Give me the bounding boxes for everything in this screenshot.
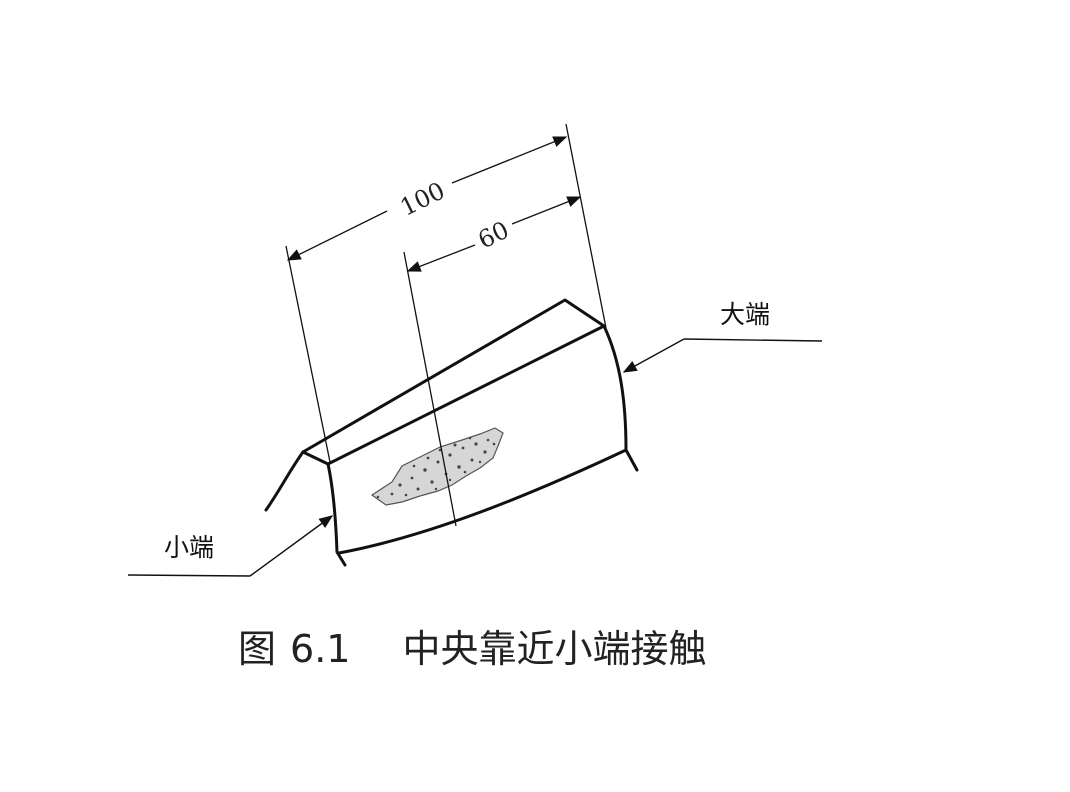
tooth-outline <box>264 298 639 567</box>
caption-text: 中央靠近小端接触 <box>402 627 707 671</box>
large-end-leader <box>622 338 823 373</box>
small-end-label: 小端 <box>164 533 214 562</box>
small-end-leader <box>127 515 334 577</box>
dimension-60-label: 60 <box>474 216 514 255</box>
extension-lines <box>285 123 607 527</box>
dimension-100-label: 100 <box>396 176 449 221</box>
contact-patch <box>370 427 504 506</box>
dimension-100 <box>286 136 568 261</box>
caption-number: 6.1 <box>290 627 351 671</box>
large-end-label: 大端 <box>720 300 770 329</box>
figure-caption: 图 6.1 中央靠近小端接触 <box>238 618 706 673</box>
caption-prefix: 图 <box>238 627 277 671</box>
dimension-60 <box>406 196 582 272</box>
